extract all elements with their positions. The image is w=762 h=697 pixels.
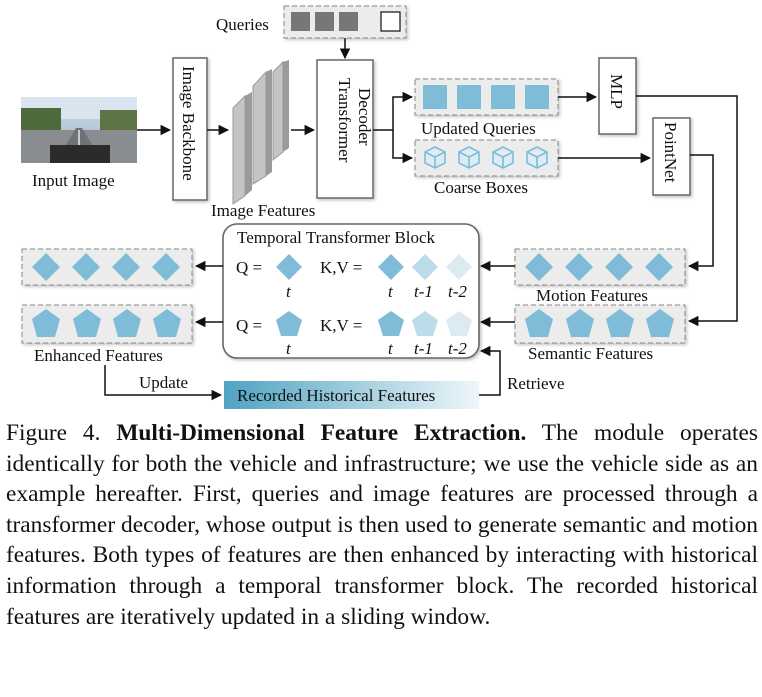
update-label: Update xyxy=(139,373,188,392)
enhanced-motion-features-box xyxy=(21,248,193,286)
input-image-label: Input Image xyxy=(32,171,115,190)
architecture-figure: Queries Input Image Image Backbone Image… xyxy=(21,5,738,409)
kv-semantic-t1 xyxy=(412,311,438,336)
kv-motion-t xyxy=(378,254,404,280)
kv-semantic-t-label: t xyxy=(388,339,394,358)
figure-caption: Figure 4. Multi-Dimensional Feature Extr… xyxy=(6,418,758,632)
q-eq-motion: Q = xyxy=(236,258,262,277)
updated-queries-box xyxy=(414,78,559,116)
kv-motion-t2 xyxy=(446,254,472,280)
input-image xyxy=(21,97,137,163)
motion-features-label: Motion Features xyxy=(536,286,648,305)
enhanced-semantic-features-box xyxy=(21,304,193,344)
transformer-decoder-line2: Decoder xyxy=(355,88,374,146)
image-backbone-label: Image Backbone xyxy=(179,66,198,181)
image-features-stack xyxy=(232,60,289,205)
pointnet-label: PointNet xyxy=(661,122,680,183)
mlp-box xyxy=(598,57,637,135)
kv-motion-t1 xyxy=(412,254,438,280)
image-features-label: Image Features xyxy=(211,201,315,220)
transformer-decoder-line1: Transformer xyxy=(335,78,354,163)
motion-features-box xyxy=(514,248,686,286)
q-motion-diamond xyxy=(276,254,302,280)
enhanced-features-label: Enhanced Features xyxy=(34,346,163,365)
updated-queries-label: Updated Queries xyxy=(421,119,536,138)
q-eq-semantic: Q = xyxy=(236,316,262,335)
kv-motion-t2-label: t-2 xyxy=(448,282,467,301)
mlp-label: MLP xyxy=(607,74,626,109)
q-semantic-pentagon xyxy=(276,311,302,336)
temporal-block-title: Temporal Transformer Block xyxy=(237,228,436,247)
q-motion-t: t xyxy=(286,282,292,301)
kv-semantic-t1-label: t-1 xyxy=(414,339,433,358)
coarse-boxes-label: Coarse Boxes xyxy=(434,178,528,197)
queries-label: Queries xyxy=(216,15,269,34)
recorded-historical-label: Recorded Historical Features xyxy=(237,386,435,405)
kv-semantic-t xyxy=(378,311,404,336)
caption-label: Figure 4. xyxy=(6,420,101,446)
semantic-features-box xyxy=(514,304,686,344)
queries-box xyxy=(283,5,407,39)
image-backbone-box xyxy=(172,57,208,201)
kv-motion-t-label: t xyxy=(388,282,394,301)
retrieve-label: Retrieve xyxy=(507,374,565,393)
kv-eq-motion: K,V = xyxy=(320,258,362,277)
transformer-decoder-box xyxy=(316,59,374,199)
recorded-historical-box xyxy=(224,381,479,409)
caption-text: The module operates identically for both… xyxy=(6,420,758,630)
semantic-features-label: Semantic Features xyxy=(528,344,653,363)
kv-motion-t1-label: t-1 xyxy=(414,282,433,301)
caption-title: Multi-Dimensional Feature Extraction. xyxy=(116,420,527,446)
pointnet-box xyxy=(652,117,691,196)
kv-semantic-t2 xyxy=(446,311,472,336)
kv-semantic-t2-label: t-2 xyxy=(448,339,467,358)
kv-eq-semantic: K,V = xyxy=(320,316,362,335)
q-semantic-t: t xyxy=(286,339,292,358)
coarse-boxes-box xyxy=(414,139,559,177)
